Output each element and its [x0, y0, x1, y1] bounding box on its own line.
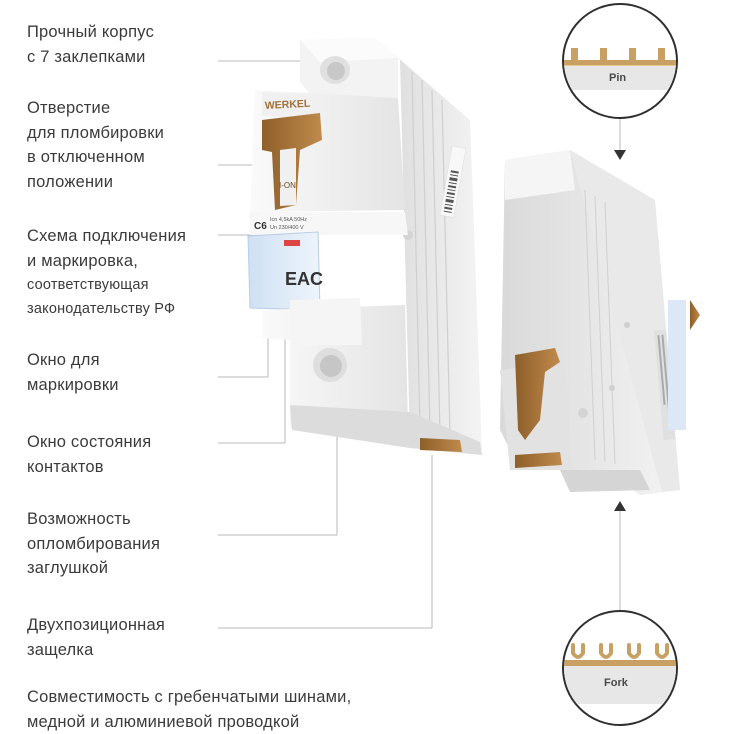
label-wiring-note: соответствующая законодательству РФ — [27, 277, 176, 317]
spec-line-2: Un 230/400 V — [270, 225, 304, 231]
breaker-back — [500, 150, 700, 495]
brand-logo: WERKEL — [265, 98, 312, 112]
label-wiring: Схема подключения и маркировка, — [27, 227, 187, 270]
label-plug-seal: Возможность опломбирования заглушкой — [27, 510, 161, 577]
label-rivets: Прочный корпус с 7 заклепками — [27, 23, 155, 66]
pin-busbar-diagram: Pin — [562, 3, 678, 119]
pin-label: Pin — [609, 72, 626, 84]
spec-line-1: Icn 4,5kA 50Hz — [270, 217, 307, 223]
state-indicator — [284, 240, 300, 246]
arrow-down-icon — [614, 150, 626, 160]
label-seal-hole: Отверстие для пломбировки в отключенном … — [27, 99, 165, 191]
eac-mark: EAC — [285, 269, 323, 289]
rating-label: C6 — [254, 221, 267, 232]
label-state-window: Окно состояния контактов — [27, 433, 152, 476]
label-marking-window: Окно для маркировки — [27, 351, 119, 394]
label-compat: Совместимость с гребенчатыми шинами, мед… — [27, 688, 352, 731]
fork-label: Fork — [604, 677, 629, 689]
toggle-label: I-ON — [279, 181, 296, 190]
fork-busbar-diagram: Fork — [562, 610, 678, 726]
breaker-front: WERKEL I-ON C6 Icn 4,5kA 50Hz Un 230/400… — [247, 38, 482, 455]
label-latch: Двухпозиционная защелка — [27, 616, 165, 659]
arrow-up-icon — [614, 501, 626, 511]
